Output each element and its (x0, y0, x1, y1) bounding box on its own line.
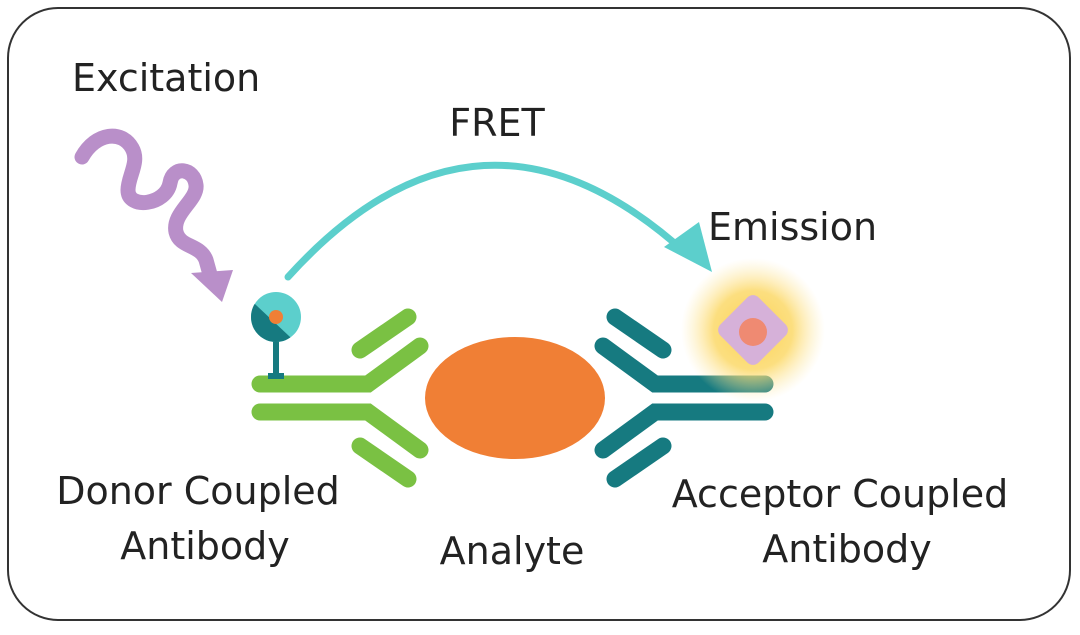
donor-label-line2: Antibody (120, 524, 290, 568)
donor-antibody (251, 308, 429, 488)
acceptor-label-line2: Antibody (762, 527, 932, 571)
analyte-label: Analyte (440, 529, 585, 573)
fret-label: FRET (449, 101, 545, 145)
analyte-ellipse (425, 337, 605, 459)
fret-arrow-icon (284, 161, 712, 281)
donor-label-line1: Donor Coupled (56, 469, 340, 513)
emission-label: Emission (708, 205, 877, 249)
excitation-label: Excitation (72, 56, 260, 100)
excitation-wave-icon (74, 128, 233, 302)
acceptor-fluorophore-icon (681, 258, 825, 402)
diagram-border (7, 7, 1071, 621)
acceptor-label-line1: Acceptor Coupled (672, 472, 1009, 516)
